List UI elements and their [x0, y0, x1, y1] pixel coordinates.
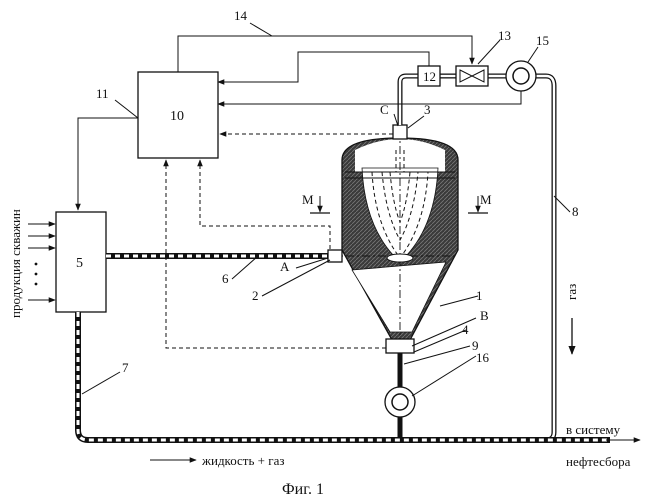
outlet-label-2: нефтесбора [566, 454, 631, 469]
label-12: 12 [423, 69, 436, 84]
label-5: 5 [76, 256, 83, 271]
label-M-left: M [302, 192, 314, 207]
pump-16 [385, 387, 415, 417]
label-11: 11 [96, 86, 109, 101]
label-M-right: M [480, 192, 492, 207]
separator-vessel [330, 125, 458, 353]
label-10: 10 [170, 109, 184, 124]
label-14: 14 [234, 8, 248, 23]
block-13 [456, 66, 488, 86]
label-A: A [280, 259, 290, 274]
label-4: 4 [462, 322, 469, 337]
reference-labels: 1 2 3 4 5 6 7 8 9 10 11 12 13 14 15 16 A… [76, 8, 579, 375]
gas-label: газ [564, 284, 579, 300]
outlet-label-1: в систему [566, 422, 621, 437]
label-C: C [380, 102, 389, 117]
label-16: 16 [476, 350, 490, 365]
label-15: 15 [536, 33, 549, 48]
label-1: 1 [476, 288, 483, 303]
bottom-flow-label: жидкость + газ [201, 453, 284, 468]
figure-caption: Фиг. 1 [282, 481, 324, 498]
label-6: 6 [222, 271, 229, 286]
label-8: 8 [572, 204, 579, 219]
label-2: 2 [252, 288, 259, 303]
pump-15 [506, 61, 536, 91]
label-7: 7 [122, 360, 129, 375]
label-3: 3 [424, 102, 431, 117]
label-13: 13 [498, 28, 511, 43]
label-B: B [480, 308, 489, 323]
inflow-label: продукция скважин [8, 209, 23, 318]
